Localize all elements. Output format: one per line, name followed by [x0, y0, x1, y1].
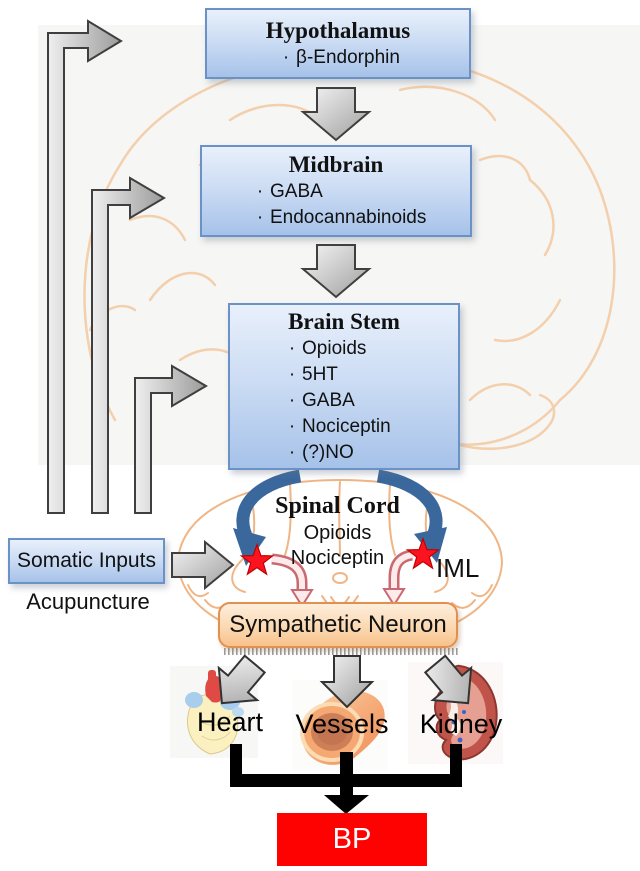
list-item: ·(?)NO	[282, 440, 458, 466]
somatic-input-arrow	[171, 539, 235, 591]
midbrain-items: ·GABA ·Endocannabinoids	[202, 179, 470, 231]
brain-stem-title: Brain Stem	[288, 308, 400, 334]
arrow-hypothalamus-to-midbrain	[300, 87, 372, 142]
hypothalamus-box: Hypothalamus ·β-Endorphin	[205, 8, 471, 79]
midbrain-box: Midbrain ·GABA ·Endocannabinoids	[200, 145, 472, 237]
list-item: ·GABA	[282, 388, 458, 414]
brain-stem-items: ·Opioids ·5HT ·GABA ·Nociceptin ·(?)NO	[230, 336, 458, 466]
bp-arrowhead	[324, 795, 369, 814]
bp-box: BP	[277, 813, 427, 866]
vessels-label: Vessels	[295, 709, 389, 739]
sympathetic-neuron-label: Sympathetic Neuron	[229, 611, 447, 638]
list-item: ·Opioids	[282, 336, 458, 362]
inhibition-arrowhead-right	[414, 527, 447, 563]
bullet-glyph: ·	[288, 415, 296, 437]
ascending-arrow-to-brainstem	[134, 364, 208, 514]
bp-label: BP	[332, 823, 372, 855]
heart-label: Heart	[196, 707, 264, 737]
list-item: ·Endocannabinoids	[250, 205, 470, 231]
inhibition-arrowhead-left	[233, 528, 266, 566]
ascending-input-arrows	[47, 19, 208, 514]
ascending-arrow-to-midbrain	[91, 176, 166, 514]
bullet-glyph: ·	[288, 441, 296, 463]
spinal-cord-title: Spinal Cord	[275, 493, 400, 519]
bullet-glyph: ·	[288, 389, 296, 411]
descending-flow-arrows	[300, 87, 372, 299]
brain-stem-box: Brain Stem ·Opioids ·5HT ·GABA ·Nocicept…	[228, 303, 460, 470]
hypothalamus-items: ·β-Endorphin	[207, 45, 469, 71]
acupuncture-label: Acupuncture	[26, 589, 150, 614]
organ-junction-connector	[230, 744, 462, 814]
bullet-glyph: ·	[288, 363, 296, 385]
sympathetic-neuron-box: Sympathetic Neuron	[218, 602, 458, 648]
list-item: ·GABA	[250, 179, 470, 205]
list-item: ·β-Endorphin	[207, 45, 469, 71]
kidney-label: Kidney	[419, 709, 503, 739]
midbrain-title: Midbrain	[288, 152, 384, 177]
list-item: ·5HT	[282, 362, 458, 388]
iml-label: IML	[436, 553, 480, 583]
bullet-glyph: ·	[282, 46, 290, 68]
spinal-cord-text: Spinal Cord Opioids Nociceptin	[235, 492, 440, 571]
somatic-inputs-box: Somatic Inputs	[8, 538, 165, 584]
heart-icon	[170, 666, 258, 758]
ascending-arrow-to-hypothalamus	[47, 19, 123, 514]
bullet-glyph: ·	[256, 207, 264, 228]
spinal-cord-item: Opioids	[303, 522, 372, 544]
list-item: ·Nociceptin	[282, 414, 458, 440]
hypothalamus-title: Hypothalamus	[265, 17, 411, 43]
nerve-endings-hatch	[223, 648, 459, 655]
bullet-glyph: ·	[256, 181, 264, 202]
bullet-glyph: ·	[288, 337, 296, 359]
somatic-inputs-label: Somatic Inputs	[17, 549, 156, 572]
descending-inhibition-arrows	[233, 469, 447, 566]
star-to-sympathetic-arrows	[271, 549, 414, 608]
arrow-midbrain-to-brainstem	[300, 244, 372, 299]
spinal-cord-item: Nociceptin	[290, 547, 385, 569]
